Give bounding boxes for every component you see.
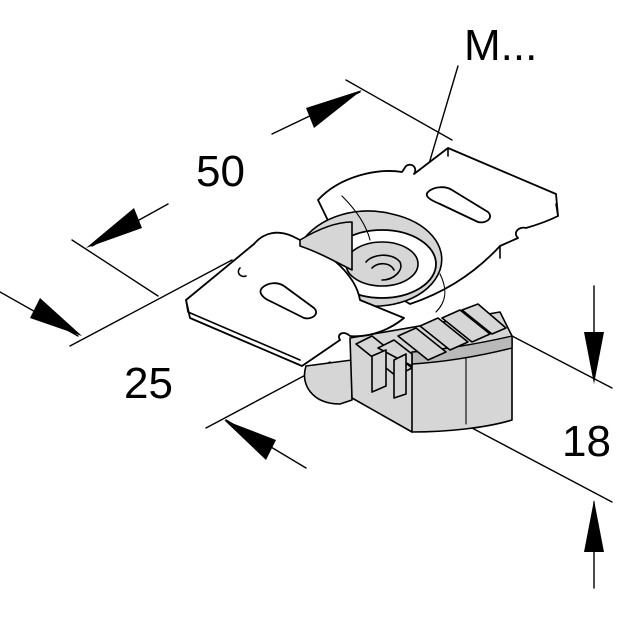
extension-line-base bbox=[471, 427, 613, 503]
thread-helix bbox=[365, 254, 402, 281]
arrow-head-up bbox=[584, 500, 604, 552]
channel-inner-wall bbox=[299, 221, 353, 271]
label-width: 25 bbox=[124, 359, 173, 408]
plate-left-notch bbox=[237, 267, 247, 278]
arrow-head-lower bbox=[224, 420, 276, 460]
tooth bbox=[419, 317, 469, 351]
extension-line-left bbox=[71, 239, 159, 297]
tooth bbox=[461, 303, 507, 335]
label-length: 50 bbox=[196, 147, 245, 196]
extension-line-top bbox=[511, 335, 613, 389]
tooth bbox=[441, 309, 491, 343]
dimension-length bbox=[71, 79, 453, 297]
tooth-face bbox=[371, 349, 387, 393]
slot-right bbox=[425, 186, 491, 224]
nut-body-back bbox=[303, 359, 353, 405]
label-height: 18 bbox=[562, 417, 611, 466]
extension-line-right bbox=[345, 79, 453, 141]
dimension-height bbox=[471, 285, 613, 589]
channel-edge bbox=[341, 195, 446, 313]
arrow-head-upper bbox=[30, 298, 82, 336]
tooth bbox=[397, 327, 447, 361]
thread-helix-inner bbox=[371, 262, 395, 271]
arrow-head-left bbox=[86, 208, 142, 248]
channel-nut-part bbox=[185, 147, 559, 433]
arrow-head-right bbox=[306, 90, 362, 128]
plate-left-thickness bbox=[185, 299, 301, 361]
slot-left bbox=[259, 282, 317, 320]
label-thread: M... bbox=[464, 21, 537, 70]
tooth-face bbox=[393, 353, 407, 399]
arrow-head-down bbox=[584, 332, 604, 384]
nut-teeth bbox=[355, 303, 507, 399]
extension-line-front bbox=[69, 259, 233, 347]
plate-right-front-edge bbox=[499, 203, 559, 259]
